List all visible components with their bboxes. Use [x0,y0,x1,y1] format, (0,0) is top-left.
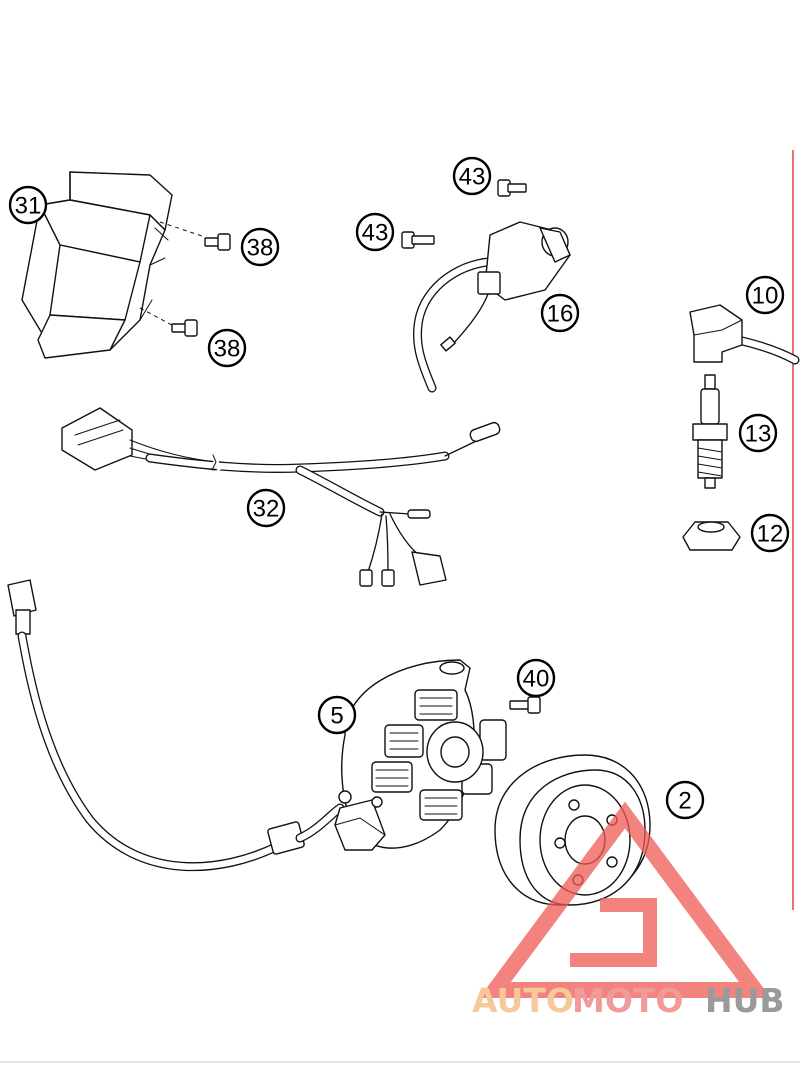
callout-16: 16 [540,293,580,333]
bolt-43-upper [497,179,527,197]
stator-coils [371,689,507,821]
ignition-coil [412,221,571,393]
wiring-harness [61,407,501,587]
callout-10: 10 [745,275,785,315]
callout-2: 2 [665,780,705,820]
svg-text:43: 43 [362,220,389,247]
bolt-40 [509,696,541,714]
cdi-unit [21,171,206,359]
svg-text:38: 38 [214,336,241,363]
svg-text:38: 38 [247,235,274,262]
bolt-43-lower [401,231,435,249]
spark-plug-seal [682,521,741,551]
svg-text:40: 40 [523,666,550,693]
svg-text:43: 43 [459,164,486,191]
watermark-text: AUTO MOTO HUB [472,981,785,1020]
callout-5: 5 [317,695,357,735]
svg-text:AUTO: AUTO [472,981,574,1020]
spark-plug-cap [689,304,800,365]
callout-43-lower: 43 [355,212,395,252]
bolt-38-lower [171,319,198,337]
svg-text:MOTO: MOTO [572,981,683,1020]
svg-text:13: 13 [745,421,772,448]
svg-text:31: 31 [15,193,42,220]
svg-text:16: 16 [547,301,574,328]
callout-38-lower: 38 [207,328,247,368]
svg-text:12: 12 [757,521,784,548]
callout-32: 32 [246,488,286,528]
callout-12: 12 [750,513,790,553]
callout-31: 31 [8,185,48,225]
bolt-38-upper [204,233,231,251]
callout-38-upper: 38 [240,227,280,267]
callout-40: 40 [516,658,556,698]
callout-43-upper: 43 [452,156,492,196]
svg-text:10: 10 [752,283,779,310]
spark-plug [692,374,728,489]
svg-text:2: 2 [678,788,691,815]
svg-text:32: 32 [253,496,280,523]
watermark-logo [479,801,771,998]
svg-text:HUB: HUB [705,981,785,1020]
svg-text:5: 5 [330,703,343,730]
callout-13: 13 [738,413,778,453]
stator-assembly [7,579,507,872]
